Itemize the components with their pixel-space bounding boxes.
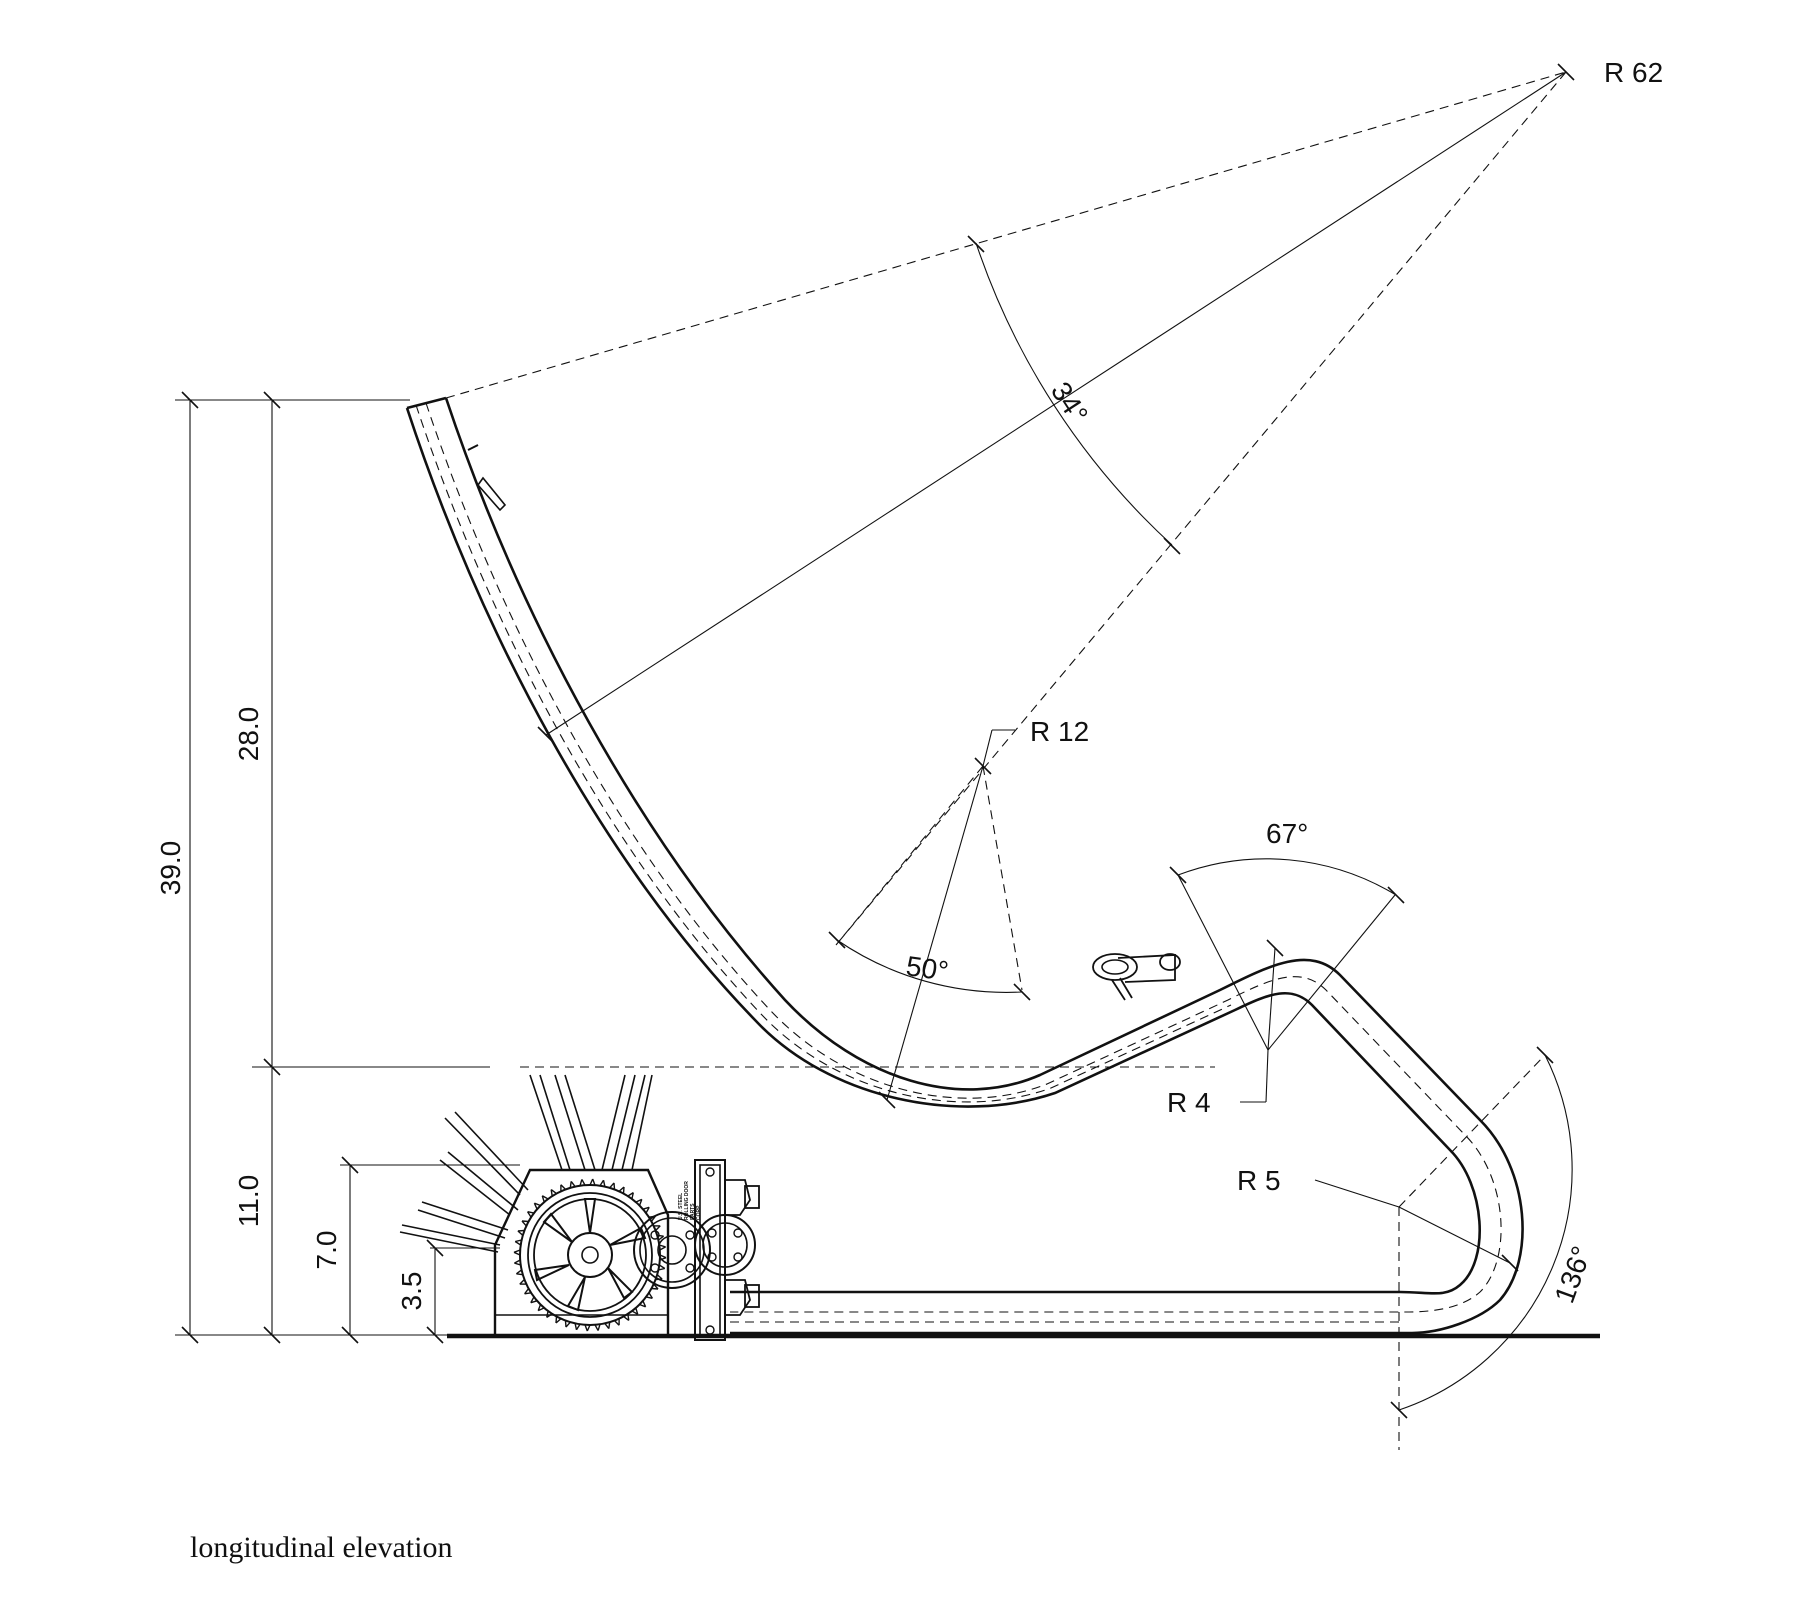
drawing-caption: longitudinal elevation: [190, 1531, 452, 1564]
chair-frame: [405, 396, 1600, 1339]
gear-mechanism: U.S. STEEL ROLLING DOOR PARTS CORP.: [399, 1074, 760, 1341]
stencil-label: U.S. STEEL ROLLING DOOR PARTS CORP.: [678, 1181, 702, 1220]
construction-lines: [175, 71, 1567, 1450]
dim-base-to-seat: 11.0: [233, 1175, 264, 1227]
back-bracket: [467, 444, 507, 512]
spoke-rods: [399, 1074, 653, 1253]
dimension-labels: 39.0 28.0 11.0 7.0 3.5 R 62 R 12 R 4 R 5…: [155, 57, 1663, 1310]
large-gear: [519, 1184, 661, 1326]
angle-seat-label: 50°: [904, 950, 950, 987]
stencil-line-1: U.S. STEEL: [678, 1193, 684, 1220]
radius-seat-label: R 12: [1030, 716, 1089, 747]
angle-arcs: [836, 242, 1573, 1411]
stencil-line-3: PARTS: [690, 1203, 696, 1220]
radius-foot-label: R 5: [1237, 1165, 1281, 1196]
tick-marks: [181, 63, 1575, 1419]
stencil-line-2: ROLLING DOOR: [684, 1181, 690, 1220]
dim-gear-housing-height: 7.0: [311, 1231, 342, 1270]
mounting-plate: [694, 1159, 726, 1341]
dim-seat-to-top: 28.0: [233, 707, 264, 762]
dim-overall-height: 39.0: [155, 841, 186, 896]
stencil-line-4: CORP.: [696, 1204, 702, 1220]
radius-back-label: R 62: [1604, 57, 1663, 88]
knee-pulley-bracket: [1092, 953, 1181, 1001]
radius-knee-label: R 4: [1167, 1087, 1211, 1118]
dim-axle-height: 3.5: [396, 1272, 427, 1311]
large-gear-teeth: [513, 1178, 667, 1332]
small-gear: [633, 1211, 711, 1289]
vertical-dimensions: [189, 400, 436, 1335]
angle-back-label: 34°: [1045, 376, 1094, 428]
angle-knee-label: 67°: [1266, 818, 1308, 849]
large-gear-spokes: [533, 1198, 647, 1312]
angle-foot-label: 136°: [1549, 1242, 1598, 1307]
large-gear-hub: [567, 1232, 613, 1278]
